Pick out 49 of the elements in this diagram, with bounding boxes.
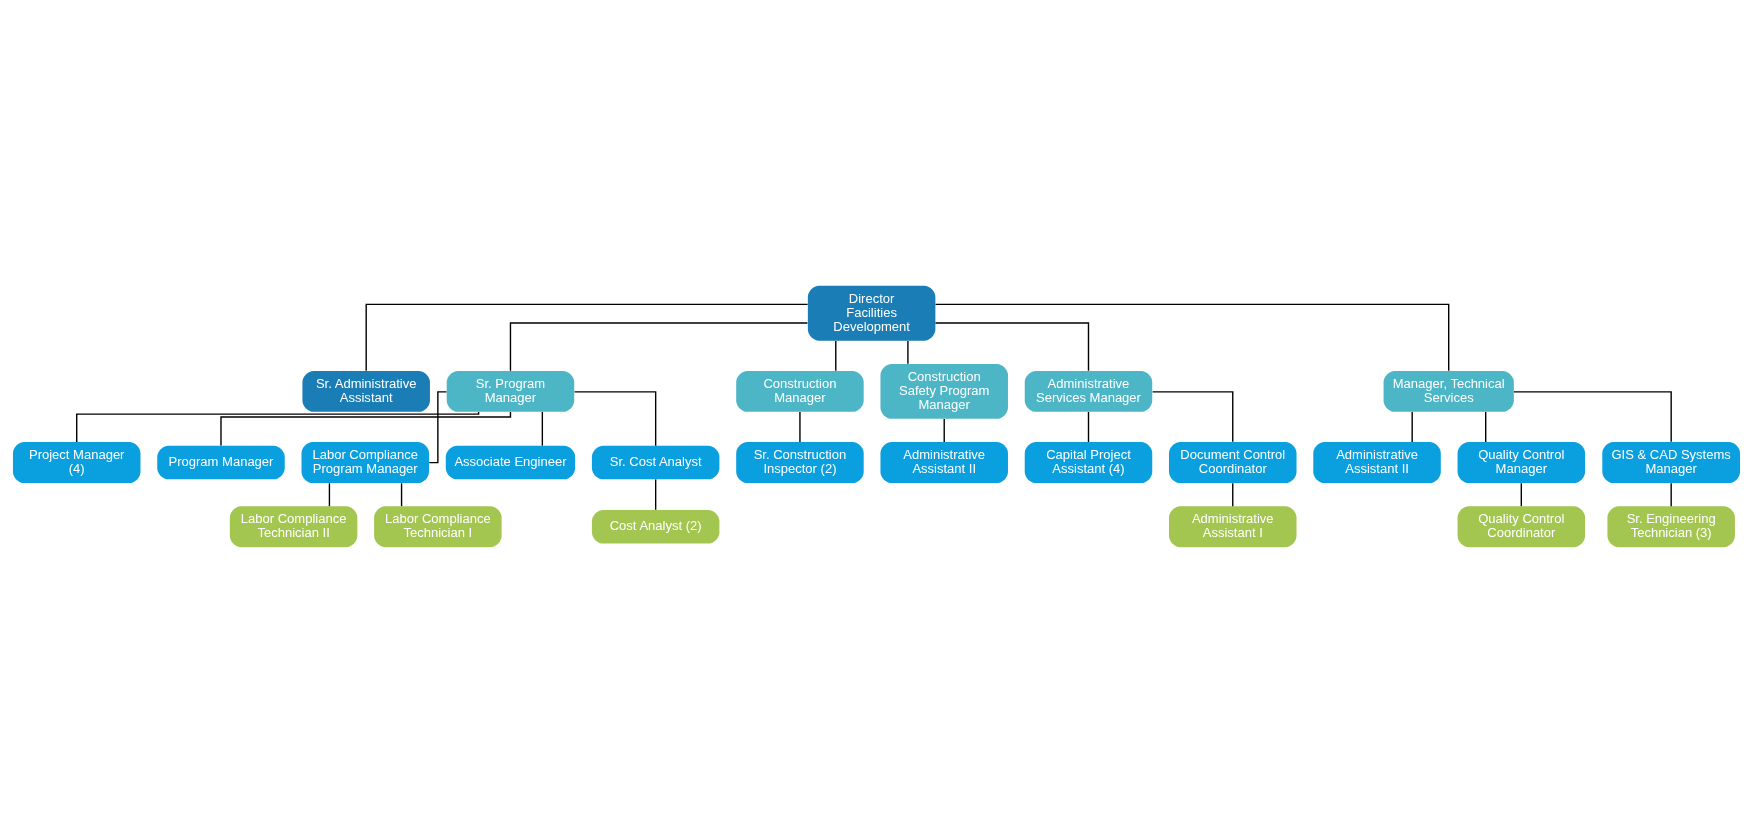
node-box: Administrative Assistant II [1313, 442, 1441, 484]
node-box: Construction Safety Program Manager [880, 363, 1008, 419]
connector [573, 391, 657, 447]
connector [328, 482, 331, 507]
connector [799, 411, 801, 443]
connector [509, 322, 809, 372]
connector [934, 322, 1090, 372]
connector [220, 411, 512, 447]
connector [428, 391, 448, 464]
node-box: GIS & CAD Systems Manager [1602, 442, 1741, 484]
node-box: Administrative Services Manager [1024, 370, 1153, 412]
node-box: Sr. Administrative Assistant [302, 370, 430, 412]
connector [400, 482, 403, 507]
connector [365, 303, 809, 372]
connector [1520, 482, 1522, 507]
node-box: Associate Engineer [445, 445, 576, 480]
node-box: Cost Analyst (2) [591, 510, 720, 544]
node-box: Sr. Program Manager [446, 370, 575, 412]
connector [1670, 482, 1672, 507]
node-box: Construction Manager [736, 370, 864, 412]
node-box: Program Manager [157, 445, 285, 480]
connector [907, 340, 909, 365]
connector [835, 340, 837, 372]
node-box: Project Manager (4) [12, 442, 141, 484]
connector [654, 478, 657, 511]
node-box: Administrative Assistant I [1169, 506, 1297, 548]
node-box: Labor Compliance Technician I [374, 506, 502, 548]
connector [541, 411, 544, 447]
connector [943, 418, 945, 443]
node-box: Sr. Engineering Technician (3) [1607, 506, 1735, 548]
node-box: Quality Control Manager [1457, 442, 1586, 484]
node-box: Labor Compliance Program Manager [301, 442, 429, 484]
node-box: Capital Project Assistant (4) [1024, 442, 1153, 484]
node-box: Manager, Technical Services [1383, 370, 1514, 412]
connector [76, 411, 480, 443]
node-box: Director Facilities Development [807, 285, 936, 341]
connector [934, 303, 1450, 372]
connector [1513, 391, 1672, 443]
node-box: Sr. Construction Inspector (2) [736, 442, 864, 484]
node-box: Administrative Assistant II [880, 442, 1008, 484]
connector [1485, 411, 1487, 443]
node-box: Quality Control Coordinator [1457, 506, 1586, 548]
node-box: Document Control Coordinator [1169, 442, 1297, 484]
node-box: Labor Compliance Technician II [229, 506, 358, 548]
connector [1087, 411, 1090, 443]
connector [1151, 391, 1234, 443]
node-box: Sr. Cost Analyst [591, 445, 720, 480]
connector [1411, 411, 1413, 443]
connector [1232, 482, 1234, 507]
